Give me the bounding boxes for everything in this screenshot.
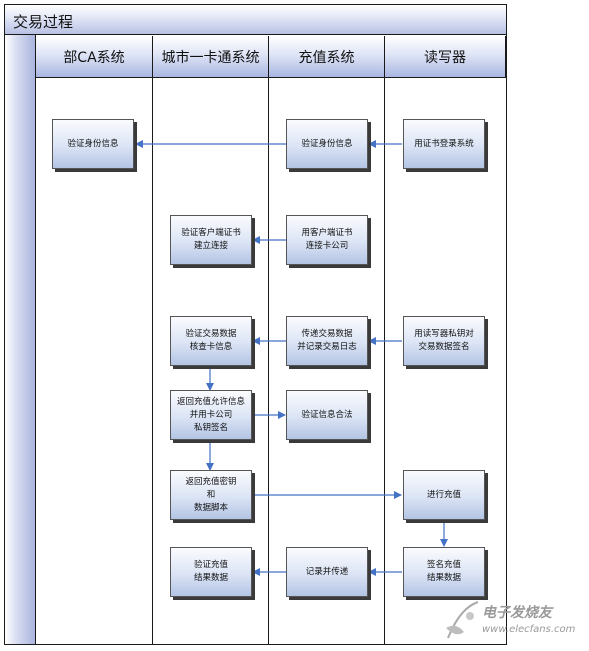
node-verify-trade-data: 验证交易数据 核查卡信息 bbox=[170, 316, 252, 366]
watermark-cn: 电子发烧友 bbox=[482, 605, 552, 621]
watermark-en: www.elecfans.com bbox=[482, 624, 576, 635]
watermark: 电子发烧友 www.elecfans.com bbox=[440, 598, 585, 646]
node-return-permit: 返回充值允许信息 并用卡公司 私钥签名 bbox=[170, 390, 252, 440]
node-return-key: 返回充值密钥 和 数据脚本 bbox=[170, 470, 252, 520]
left-margin-strip bbox=[5, 35, 36, 644]
node-sign-result: 签名充值 结果数据 bbox=[403, 547, 485, 597]
lane-header-reader: 读写器 bbox=[385, 36, 506, 78]
node-verify-legal: 验证信息合法 bbox=[286, 390, 368, 440]
node-verify-identity-ca: 验证身份信息 bbox=[52, 119, 134, 169]
lane-header-card-system: 城市一卡通系统 bbox=[153, 36, 269, 78]
lane-divider bbox=[152, 78, 153, 644]
diagram-title-bar: 交易过程 bbox=[5, 5, 506, 35]
node-verify-identity-recharge: 验证身份信息 bbox=[286, 119, 368, 169]
lane-divider bbox=[384, 78, 385, 644]
node-client-cert-connect: 用客户端证书 连接卡公司 bbox=[286, 215, 368, 265]
node-verify-client-cert: 验证客户端证书 建立连接 bbox=[170, 215, 252, 265]
node-cert-login: 用证书登录系统 bbox=[403, 119, 485, 169]
watermark-logo-icon bbox=[446, 601, 479, 639]
node-reader-sign: 用读写器私钥对 交易数据签名 bbox=[403, 316, 485, 366]
node-send-trade-data: 传递交易数据 并记录交易日志 bbox=[286, 316, 368, 366]
lane-header-ca: 部CA系统 bbox=[36, 36, 153, 78]
node-record-forward: 记录并传递 bbox=[286, 547, 368, 597]
lane-header-recharge-system: 充值系统 bbox=[269, 36, 385, 78]
node-do-recharge: 进行充值 bbox=[403, 470, 485, 520]
lane-divider bbox=[268, 78, 269, 644]
node-verify-result: 验证充值 结果数据 bbox=[170, 547, 252, 597]
diagram-title: 交易过程 bbox=[13, 13, 74, 31]
